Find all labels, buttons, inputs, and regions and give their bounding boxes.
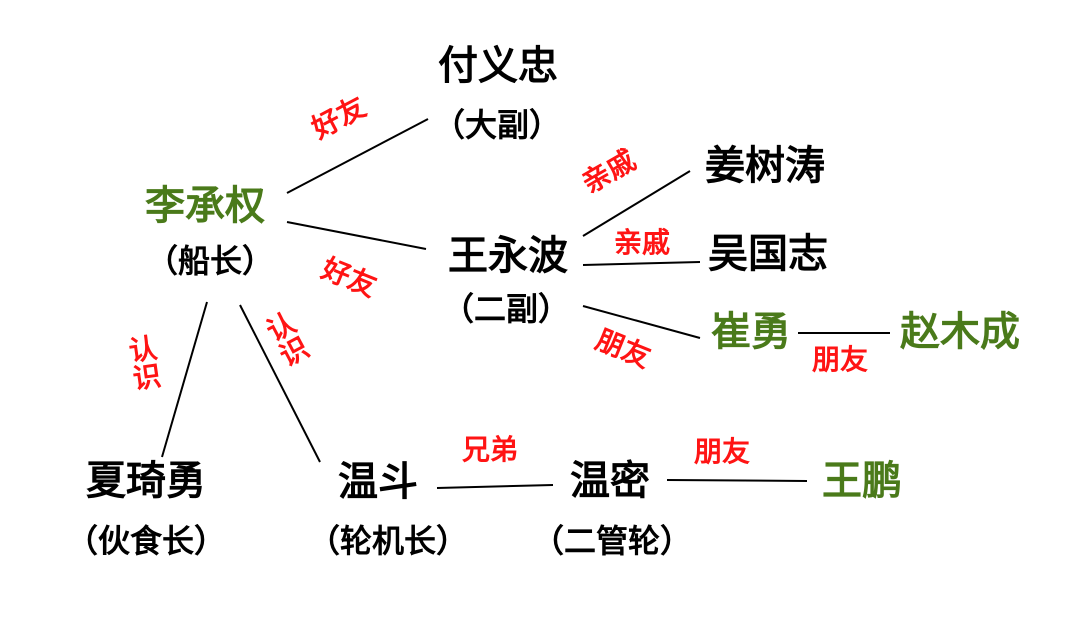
node-name-wendou: 温斗 xyxy=(338,459,418,505)
node-name-fuyizhong: 付义忠 xyxy=(438,43,558,89)
edge-line-li-wendou xyxy=(239,304,321,463)
node-name-wenmi: 温密 xyxy=(570,458,650,504)
node-name-wuguozhi: 吴国志 xyxy=(708,231,828,277)
node-name-wangpeng: 王鹏 xyxy=(822,458,902,504)
node-role-wangyongbo: （二副） xyxy=(441,290,571,328)
edge-line-wang-jiang xyxy=(582,170,691,237)
edge-label-cui-zhao: 朋友 xyxy=(812,343,869,376)
node-role-lichengquan: （船长） xyxy=(145,242,275,280)
edge-label-wang-wu: 亲戚 xyxy=(614,226,671,259)
node-role-wenmi: （二管轮） xyxy=(531,522,693,560)
node-role-fuyizhong: （大副） xyxy=(432,106,562,144)
node-name-jiangshutao: 姜树涛 xyxy=(705,143,825,189)
edge-line-li-xia xyxy=(161,301,208,458)
edge-line-li-wang xyxy=(286,221,427,250)
edge-line-li-fu xyxy=(286,118,429,194)
edge-line-wang-wu xyxy=(582,261,701,266)
edge-line-wendou-wenmi xyxy=(436,484,554,489)
node-name-xiaqiyong: 夏琦勇 xyxy=(86,458,206,504)
node-name-lichengquan: 李承权 xyxy=(145,183,265,229)
node-role-xiaqiyong: （伙食长） xyxy=(65,522,227,560)
node-name-zhaomucheng: 赵木成 xyxy=(900,309,1020,355)
edge-label-wenmi-wangpeng: 朋友 xyxy=(694,435,751,468)
edge-line-wang-cui xyxy=(582,305,701,339)
node-name-cuiyong: 崔勇 xyxy=(711,309,791,355)
edge-label-li-xia-char-2: 识 xyxy=(130,359,164,396)
node-name-wangyongbo: 王永波 xyxy=(448,233,568,279)
edge-line-wenmi-wangpeng xyxy=(666,479,808,482)
edge-label-wendou-wenmi: 兄弟 xyxy=(462,433,519,466)
node-role-wendou: （轮机长） xyxy=(307,522,469,560)
